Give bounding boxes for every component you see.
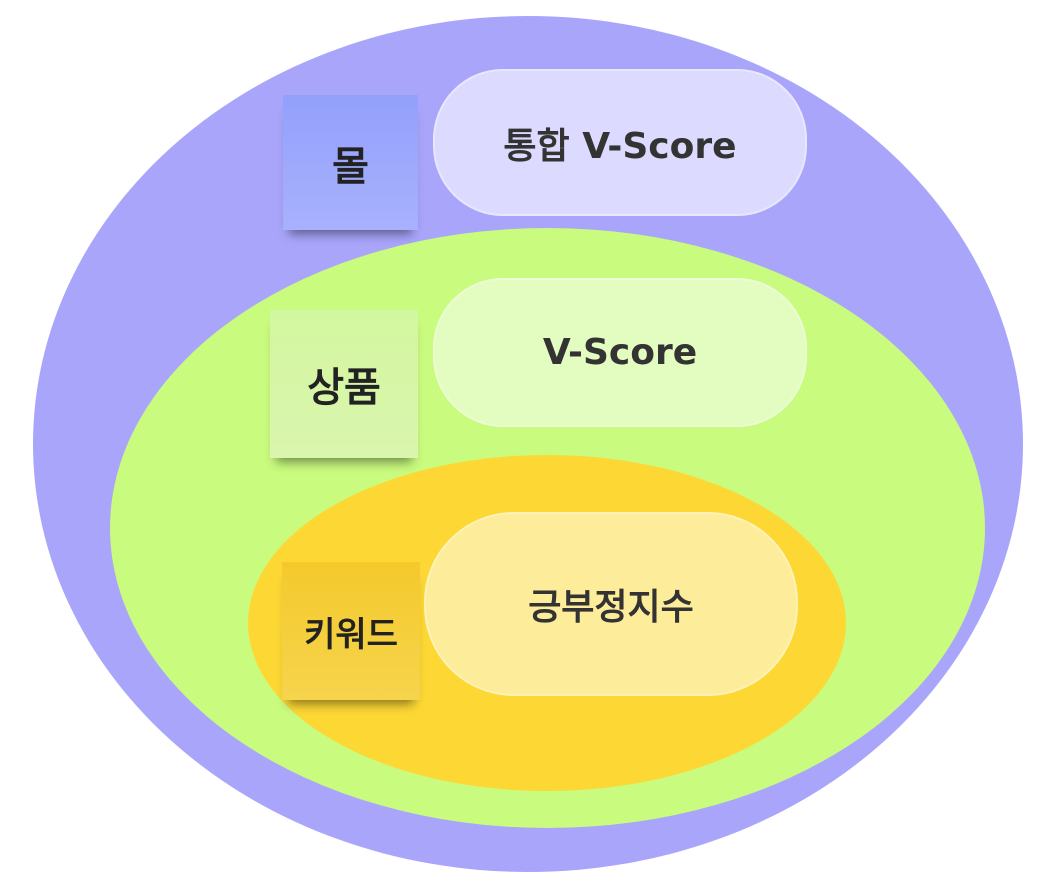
- product-label: 상품: [307, 365, 381, 411]
- keyword-label: 키워드: [304, 614, 398, 655]
- mall-label: 몰: [332, 143, 369, 190]
- product-score-pill: V-Score: [433, 278, 807, 427]
- keyword-label-note: 키워드: [282, 562, 420, 700]
- keyword-score-label: 긍부정지수: [528, 587, 694, 628]
- mall-score-label: 통합 V-Score: [503, 125, 737, 167]
- mall-score-pill: 통합 V-Score: [433, 69, 807, 216]
- keyword-score-pill: 긍부정지수: [424, 512, 798, 696]
- product-score-label: V-Score: [542, 332, 698, 373]
- mall-label-note: 몰: [283, 95, 418, 230]
- product-label-note: 상품: [270, 310, 418, 458]
